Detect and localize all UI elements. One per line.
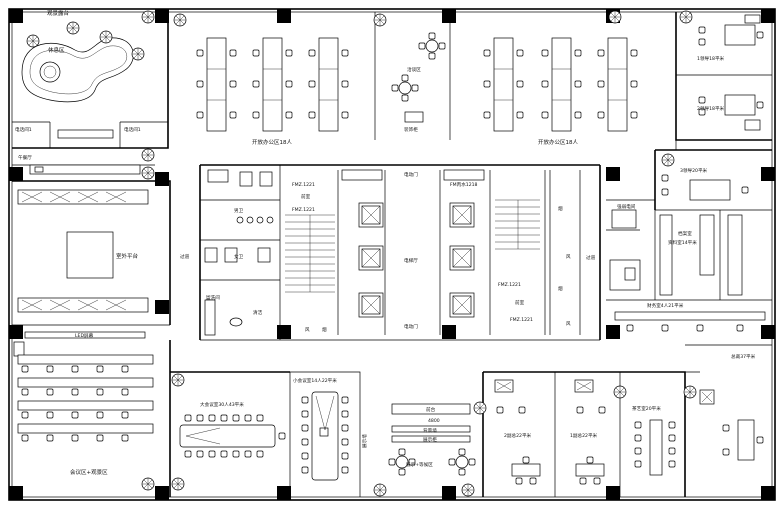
deputy-2-label: 2副总22平米 [504,432,532,439]
electric-door-2-label: 电动门 [404,323,418,330]
mens-wc-label: 男卫 [234,208,244,214]
phone-room-2-label: 电话间1 [124,126,141,133]
structural-columns [9,9,775,500]
corridor-top-label: 观景露台 [47,9,70,17]
large-meeting-room-furniture [171,373,286,491]
talk-area-label: 洽谈区 [407,66,421,73]
wind-1-label: 风 [305,327,310,333]
front-room-2-label: 前室 [515,299,525,306]
lounge-furniture [21,10,155,180]
interior-partitions [12,12,772,497]
led-screen-label: LED屏幕 [75,332,94,339]
elevator-hall-label: 电梯厅 [404,257,418,264]
fm-fire-label: FM丙水1218 [450,181,478,188]
fmz-1-label: FMZ.1221 [292,182,315,188]
lunch-label: 午餐厅 [18,154,32,161]
small-meeting-label: 小会议室14人22平米 [293,377,337,384]
finance-label: 财务室4人21平米 [647,302,684,309]
smoke-1-label: 烟 [322,326,327,333]
smoke-3-label: 烟 [558,285,563,292]
large-meeting-label: 大会议室30人43平米 [200,401,244,408]
lounge-label: 休息区 [48,46,65,54]
cleaning-label: 清洁 [253,309,263,316]
wind-3-label: 风 [566,321,571,327]
deputy-1-label: 1副总22平米 [570,432,598,439]
backdrop-label: 背景墙 [423,427,437,434]
open-office-right-desks [483,37,638,132]
book-cabinet-label: 装饰柜 [404,126,418,133]
right-wing-furniture [609,209,766,332]
open-office-left-desks [196,37,349,132]
executive-rooms-furniture [494,379,764,484]
terrace-label: 室外平台 [116,252,139,260]
weak-current-label: 强弱电间 [617,203,636,210]
reception-label: 前台 [426,406,436,413]
open-office-left-label: 开放办公区18人 [252,138,292,146]
fmz-3-label: FMZ.1221 [498,282,521,288]
passage-left-label: 过道 [180,253,190,260]
reception-width-label: 4800 [428,418,440,424]
lunch-counter [29,164,141,175]
small-meeting-room-furniture [301,391,349,481]
passage-right-label: 过道 [586,254,596,261]
fmz-2-label: FMZ.1221 [292,207,315,213]
meeting-area-furniture [13,331,155,491]
fmz-4-label: FMZ.1221 [510,317,533,323]
leader-offices-furniture [661,10,764,201]
display-cabinet-label: 展示柜 [423,436,437,443]
open-office-right-label: 开放办公区18人 [538,138,578,146]
wind-2-label: 风 [566,254,571,260]
leader-3-label: 3领导20平米 [680,167,708,174]
talk-area-tables [173,10,622,123]
meeting-area-label: 会议区+观景区 [70,468,108,476]
tea-room-label: 茶艺室20平米 [632,405,661,412]
display-seating-label: 展示+等候区 [406,461,433,468]
archive-label: 档案室 [678,230,692,237]
outer-walls [8,8,776,501]
terrace-furniture [17,189,149,313]
smoke-2-label: 烟 [558,205,563,212]
wash-room-label: 盥洗间 [206,294,220,301]
general-manager-label: 总裁37平米 [731,353,756,360]
data-room-label: 资料室14平米 [668,239,697,246]
leader-1-label: 1领导18平米 [697,55,725,62]
phone-room-1-label: 电话间1 [15,126,32,133]
toilet-fixtures [204,169,274,336]
stairs-and-elevators [285,169,540,318]
leader-2-label: 2领导18平米 [697,105,725,112]
womens-wc-label: 女卫 [234,253,244,260]
display-wall-label: 展示墙 [361,434,368,448]
electric-door-1-label: 电动门 [404,171,418,178]
reception-furniture [373,13,487,497]
front-room-1-label: 前室 [301,193,311,200]
